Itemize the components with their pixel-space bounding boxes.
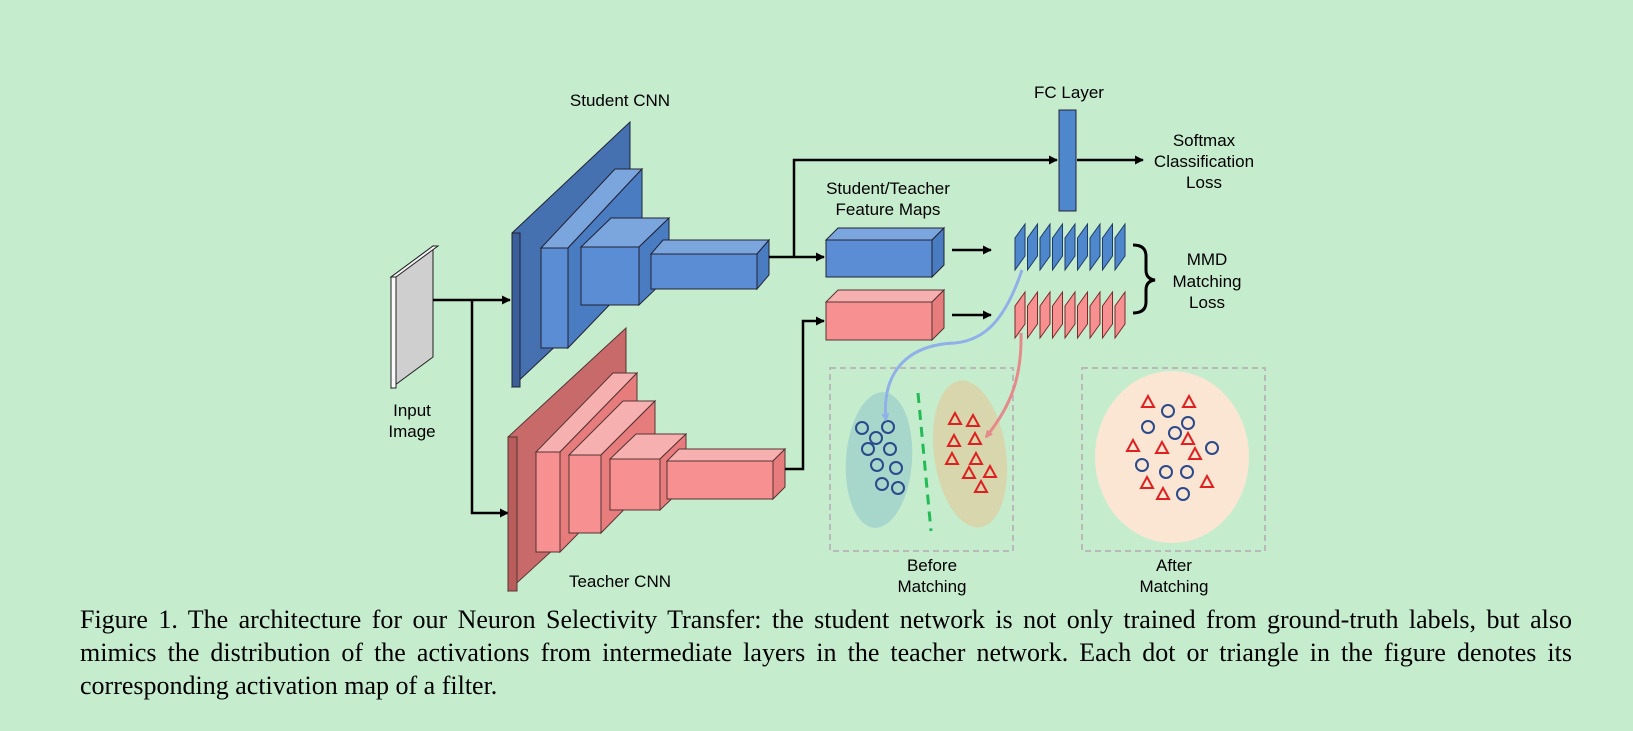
teacher-channel-slice: [1114, 290, 1126, 340]
student-cnn: [511, 120, 771, 389]
circle-marker: [889, 461, 903, 475]
triangle-marker: [967, 430, 983, 445]
teacher-channel-slices: [1014, 290, 1126, 340]
triangle-marker: [1155, 485, 1171, 500]
input-image-label-line1: Input: [393, 401, 431, 420]
after-matching-label-line2: Matching: [1140, 577, 1209, 596]
circle-marker: [870, 458, 884, 472]
triangle-marker: [965, 412, 981, 427]
triangle-marker: [946, 432, 962, 447]
mmd-label-line3: Loss: [1189, 293, 1225, 312]
input-image: [389, 245, 440, 389]
triangle-marker: [968, 450, 984, 465]
input-connectors: [433, 295, 511, 518]
after-matching-label-line1: After: [1156, 556, 1192, 575]
teacher-channel-slice: [1077, 290, 1088, 340]
triangle-marker: [944, 450, 960, 465]
circle-marker: [1159, 465, 1173, 479]
circle-marker: [861, 442, 875, 456]
student-feature-map: [824, 226, 946, 279]
triangle-marker: [1154, 439, 1170, 454]
after-matching-panel: [1081, 367, 1266, 552]
teacher-feature-map: [824, 288, 946, 342]
student-channel-slice: [1064, 222, 1076, 272]
triangle-marker: [961, 464, 977, 479]
before-matching-panel: [829, 367, 1014, 552]
network-connectors: [769, 155, 1144, 471]
mmd-label-line2: Matching: [1173, 272, 1242, 291]
before-matching-label-line2: Matching: [898, 577, 967, 596]
softmax-label-line3: Loss: [1186, 173, 1222, 192]
circle-marker: [1180, 465, 1194, 479]
circle-marker: [855, 421, 869, 435]
mmd-label-line1: MMD: [1187, 250, 1228, 269]
circle-marker: [883, 442, 897, 456]
fc-layer-block: [1058, 109, 1077, 212]
decision-boundary: [916, 392, 933, 532]
architecture-diagram: Input Image Student CNN: [388, 83, 1266, 596]
teacher-cnn: [507, 326, 787, 593]
student-channel-slice: [1102, 222, 1113, 272]
circle-marker: [1176, 487, 1190, 501]
student-channel-slice: [1039, 222, 1051, 272]
fc-layer-label: FC Layer: [1034, 83, 1104, 102]
circle-marker: [1181, 416, 1195, 430]
circle-marker: [891, 481, 905, 495]
teacher-cnn-label: Teacher CNN: [569, 572, 671, 591]
teacher-channel-slice: [1089, 290, 1101, 340]
triangle-marker: [1187, 445, 1203, 460]
triangle-marker: [1139, 474, 1155, 489]
circle-marker: [875, 477, 889, 491]
softmax-label-line2: Classification: [1154, 152, 1254, 171]
student-distribution-arrow: [881, 269, 1024, 422]
softmax-label-line1: Softmax: [1173, 131, 1236, 150]
triangle-marker: [1181, 393, 1197, 408]
teacher-channel-slice: [1102, 290, 1113, 340]
triangle-marker: [973, 478, 989, 493]
student-channel-slice: [1077, 222, 1088, 272]
teacher-channel-slice: [1039, 290, 1051, 340]
student-channel-slices: [1014, 222, 1126, 272]
circle-marker: [1205, 441, 1219, 455]
feature-maps-label-line1: Student/Teacher: [826, 179, 950, 198]
triangle-marker: [1199, 473, 1215, 488]
triangle-marker: [982, 463, 998, 478]
circle-marker: [1161, 404, 1175, 418]
triangle-marker: [1140, 393, 1156, 408]
triangle-marker: [1125, 437, 1141, 452]
mmd-brace: [1132, 243, 1156, 315]
student-channel-slice: [1089, 222, 1101, 272]
student-channel-slice: [1027, 222, 1038, 272]
teacher-channel-slice: [1014, 290, 1026, 340]
triangle-marker: [1180, 430, 1196, 445]
before-matching-label-line1: Before: [907, 556, 957, 575]
student-channel-slice: [1052, 222, 1063, 272]
student-cnn-label: Student CNN: [570, 91, 670, 110]
input-image-label-line2: Image: [388, 422, 435, 441]
teacher-channel-slice: [1052, 290, 1063, 340]
student-channel-slice: [1114, 222, 1126, 272]
triangle-marker: [947, 410, 963, 425]
teacher-channel-slice: [1064, 290, 1076, 340]
circle-marker: [1168, 426, 1182, 440]
feature-maps-label-line2: Feature Maps: [836, 200, 941, 219]
teacher-channel-slice: [1027, 290, 1038, 340]
circle-marker: [1135, 458, 1149, 472]
circle-marker: [1141, 420, 1155, 434]
teacher-distribution-arrow: [984, 332, 1023, 439]
figure-caption: Figure 1. The architecture for our Neuro…: [80, 605, 1572, 700]
student-channel-slice: [1014, 222, 1026, 272]
circle-marker: [869, 431, 883, 445]
